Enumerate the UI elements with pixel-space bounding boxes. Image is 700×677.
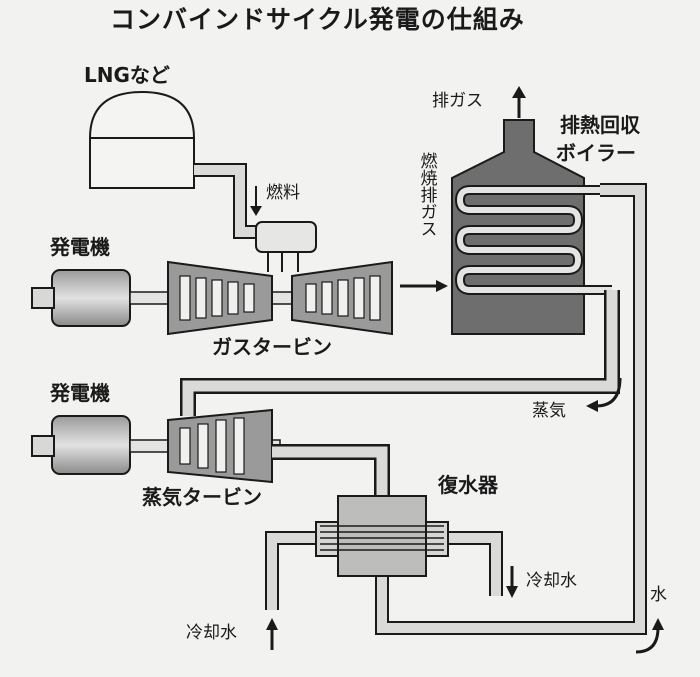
heat-recovery-boiler xyxy=(451,119,612,335)
hrsg-label-1: 排熱回収 xyxy=(560,113,640,137)
diagram-title: コンバインドサイクル発電の仕組み xyxy=(110,5,525,34)
condenser xyxy=(315,495,449,577)
turbine-condenser-pipe xyxy=(272,444,390,496)
cooling-water-out-label: 冷却水 xyxy=(526,571,577,591)
cooling-water-in-arrow xyxy=(266,618,278,650)
lng-tank xyxy=(89,90,195,189)
steam-turbine-label: 蒸気タービン xyxy=(142,485,262,509)
generator-bottom xyxy=(31,415,131,475)
generator-top xyxy=(31,269,131,327)
water-label: 水 xyxy=(650,585,667,605)
generator-top-label: 発電機 xyxy=(50,235,110,259)
combustor xyxy=(255,221,317,253)
lng-label: LNGなど xyxy=(84,63,170,87)
steam-arrow xyxy=(586,377,622,412)
steam-turbine xyxy=(167,408,273,484)
condenser-label: 復水器 xyxy=(438,473,498,497)
cooling-water-out-arrow xyxy=(506,566,518,598)
hrsg-label-2: ボイラー xyxy=(556,141,636,165)
gas-turbine-label: ガスタービン xyxy=(212,335,332,359)
combustion-exhaust-label: 燃焼排ガス xyxy=(416,152,437,237)
exhaust-up-arrow xyxy=(512,86,526,118)
gas-turbine xyxy=(167,260,393,336)
exhaust-gas-label: 排ガス xyxy=(432,91,483,111)
steam-label: 蒸気 xyxy=(532,401,566,421)
water-arrow xyxy=(635,618,664,654)
fuel-label: 燃料 xyxy=(266,183,300,203)
generator-bottom-label: 発電機 xyxy=(50,381,110,405)
cooling-water-in-label: 冷却水 xyxy=(186,623,237,643)
combustion-exhaust-arrow xyxy=(400,280,448,292)
fuel-arrow xyxy=(250,186,262,216)
fuel-pipe xyxy=(194,163,258,239)
